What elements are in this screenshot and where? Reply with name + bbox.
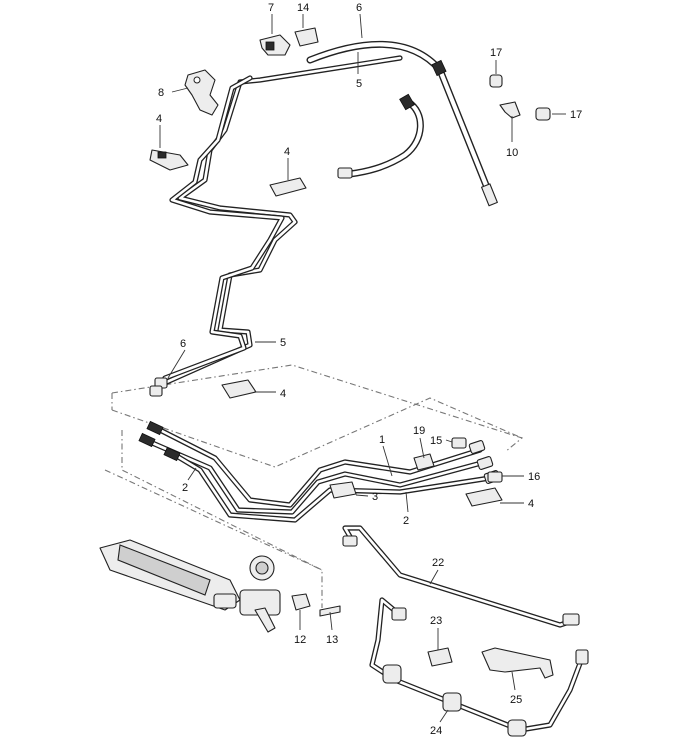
fitting-16 — [487, 471, 503, 483]
clip-23 — [427, 647, 453, 667]
callout-7: 7 — [268, 2, 274, 14]
callout-14: 14 — [297, 2, 309, 14]
bracket-25 — [481, 647, 554, 679]
clamp-4-d — [465, 487, 503, 507]
callout-6-top: 6 — [356, 2, 362, 14]
callout-5-mid: 5 — [280, 337, 286, 349]
bracket-8 — [184, 69, 219, 116]
clip-14 — [294, 27, 319, 47]
callout-4-d: 4 — [528, 498, 534, 510]
callout-5-top: 5 — [356, 78, 362, 90]
callouts: 7 14 6 5 8 17 17 10 4 4 6 5 4 1 19 15 16… — [156, 2, 582, 737]
callout-24: 24 — [430, 725, 442, 737]
callout-13: 13 — [326, 634, 338, 646]
outline-rack — [104, 469, 323, 571]
return-lines — [138, 420, 501, 523]
line-24 — [369, 597, 589, 737]
callout-17-b: 17 — [570, 109, 582, 121]
clip-12 — [291, 593, 311, 611]
callout-3: 3 — [372, 491, 378, 503]
callout-22: 22 — [432, 557, 444, 569]
callout-1: 1 — [379, 434, 385, 446]
callout-2-b: 2 — [403, 515, 409, 527]
callout-16: 16 — [528, 471, 540, 483]
outline-middle — [111, 397, 523, 468]
line-22 — [342, 525, 580, 628]
pressure-lines — [157, 55, 403, 388]
callout-2-a: 2 — [182, 482, 188, 494]
leader-lines — [159, 13, 566, 723]
clip-19 — [413, 453, 435, 471]
outline-lower — [121, 430, 323, 608]
hose-6-lower-end — [149, 377, 168, 397]
callout-8: 8 — [158, 87, 164, 99]
callout-12: 12 — [294, 634, 306, 646]
clamp-3 — [329, 481, 357, 499]
callout-4-c: 4 — [280, 388, 286, 400]
clamp-4-c — [221, 379, 257, 399]
assembly-outlines — [104, 364, 524, 608]
bushing-17-a — [489, 74, 503, 88]
clamp-4-a — [149, 149, 189, 171]
callout-4-a: 4 — [156, 113, 162, 125]
clip-10 — [499, 101, 521, 119]
outline-upper — [111, 364, 524, 453]
callout-15: 15 — [430, 435, 442, 447]
bushing-17-b — [535, 107, 551, 121]
callout-19: 19 — [413, 425, 425, 437]
callout-4-b: 4 — [284, 146, 290, 158]
callout-23: 23 — [430, 615, 442, 627]
bolt-13 — [319, 605, 341, 617]
hose-6-upper — [306, 40, 498, 207]
clamp-7 — [259, 34, 291, 56]
callout-10: 10 — [506, 147, 518, 159]
fitting-15 — [451, 437, 467, 449]
callout-25: 25 — [510, 694, 522, 706]
callout-6-mid: 6 — [180, 338, 186, 350]
steering-rack — [99, 539, 281, 633]
clamp-4-b — [269, 177, 307, 197]
callout-17-a: 17 — [490, 47, 502, 59]
hose-5-upper — [337, 93, 424, 179]
